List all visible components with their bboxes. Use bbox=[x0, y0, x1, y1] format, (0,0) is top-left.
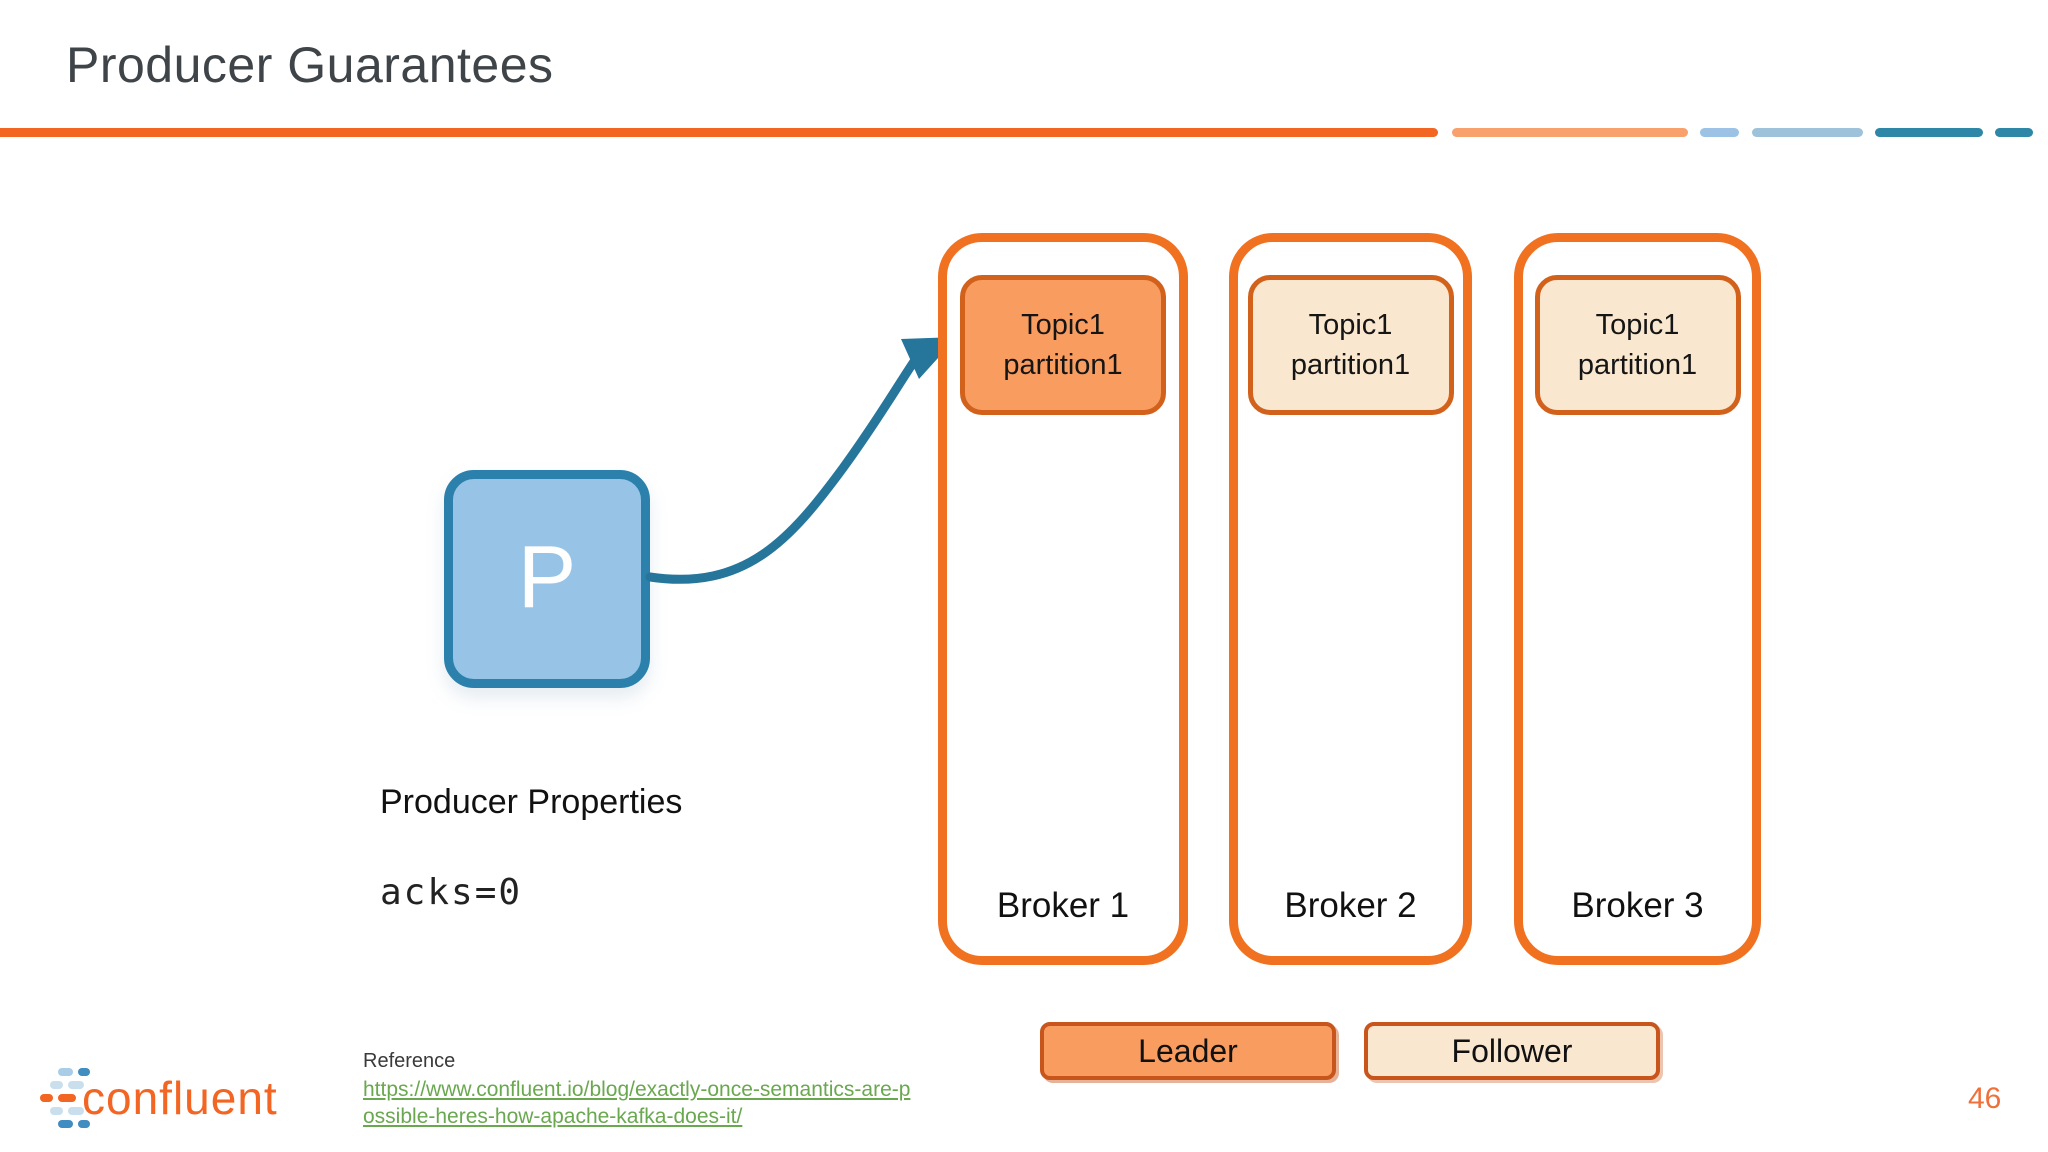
partition-box-follower: Topic1 partition1 bbox=[1534, 275, 1741, 415]
producer-box: P bbox=[444, 470, 650, 688]
partition-box-leader: Topic1 partition1 bbox=[960, 275, 1166, 415]
producer-properties-heading: Producer Properties bbox=[380, 783, 683, 821]
arrow-curve bbox=[645, 352, 922, 584]
deco-segment-salmon bbox=[1452, 128, 1688, 137]
broker-1-label: Broker 1 bbox=[996, 886, 1130, 925]
page-number: 46 bbox=[1968, 1082, 2002, 1115]
page-title: Producer Guarantees bbox=[66, 37, 554, 93]
broker-3-label: Broker 3 bbox=[1571, 886, 1704, 925]
legend-follower-badge: Follower bbox=[1364, 1022, 1660, 1080]
title-underline-rule bbox=[0, 128, 1438, 137]
confluent-logo-wordmark: confluent bbox=[82, 1072, 278, 1124]
legend-leader-badge: Leader bbox=[1040, 1022, 1336, 1080]
broker-2-box: Topic1 partition1 Broker 2 bbox=[1229, 233, 1472, 965]
reference-link[interactable]: https://www.confluent.io/blog/exactly-on… bbox=[363, 1076, 910, 1130]
deco-segment-grayblue bbox=[1752, 128, 1863, 137]
deco-segment-teal bbox=[1875, 128, 1983, 137]
producer-label: P bbox=[517, 527, 577, 626]
deco-segment-teal-small bbox=[1995, 128, 2033, 137]
partition-box-follower: Topic1 partition1 bbox=[1247, 275, 1454, 415]
deco-segment-lightblue-small bbox=[1700, 128, 1739, 137]
broker-1-box: Topic1 partition1 Broker 1 bbox=[938, 233, 1188, 965]
reference-label: Reference bbox=[363, 1050, 456, 1072]
broker-3-box: Topic1 partition1 Broker 3 bbox=[1514, 233, 1761, 965]
reference-link-line2[interactable]: ossible-heres-how-apache-kafka-does-it/ bbox=[363, 1105, 743, 1128]
broker-2-label: Broker 2 bbox=[1284, 886, 1417, 925]
reference-link-line1[interactable]: https://www.confluent.io/blog/exactly-on… bbox=[363, 1078, 911, 1101]
acks-setting-text: acks=0 bbox=[380, 872, 523, 913]
